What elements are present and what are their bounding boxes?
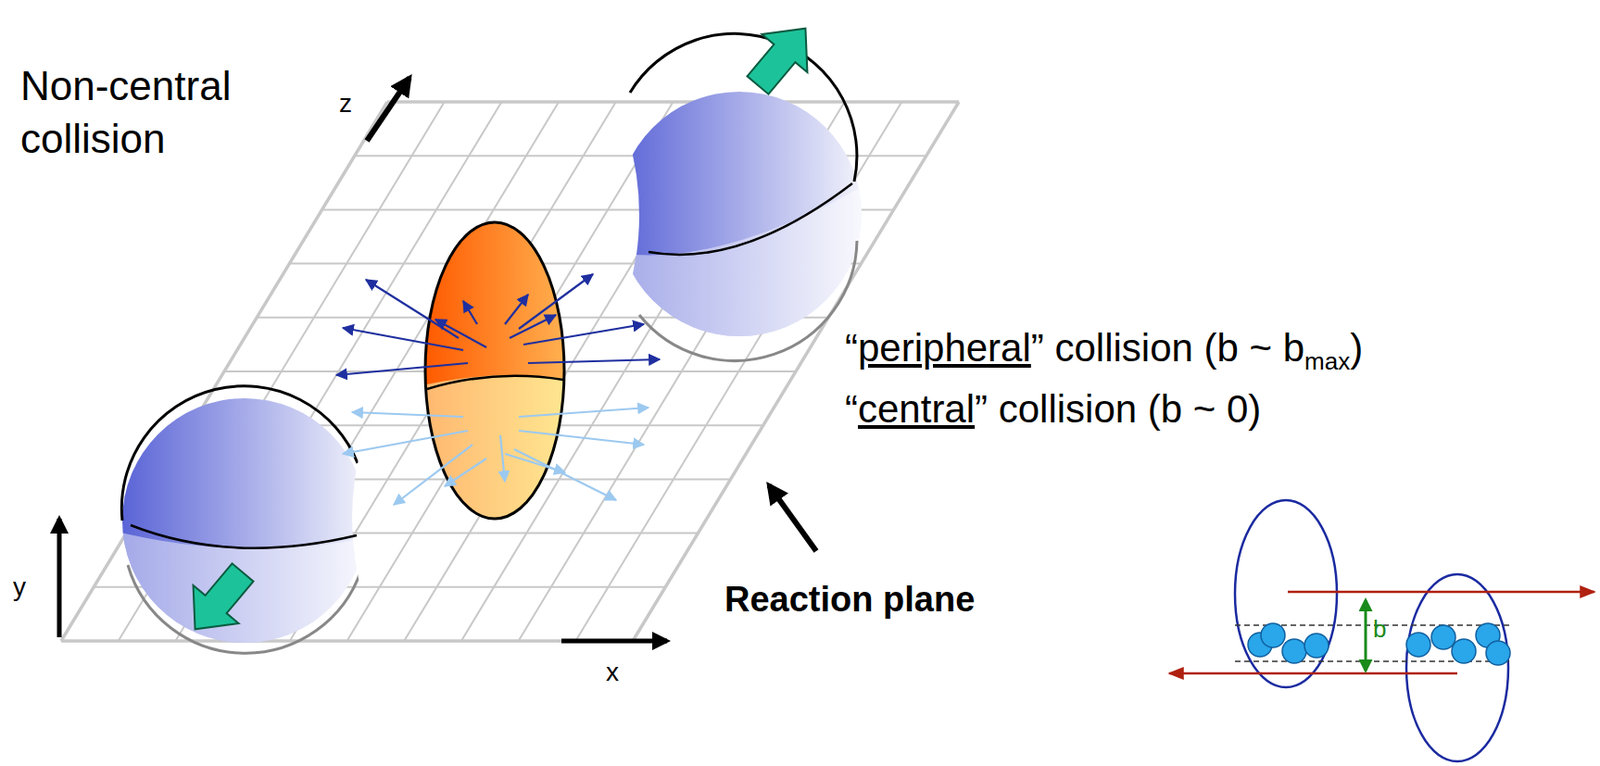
illustration-part bbox=[518, 274, 593, 329]
illustration-part bbox=[1431, 625, 1456, 650]
illustration-part bbox=[648, 183, 853, 255]
illustration-part bbox=[387, 100, 959, 104]
axis-label: z bbox=[339, 88, 353, 119]
label: “ bbox=[844, 326, 858, 370]
figure-title: Non-central collision bbox=[20, 59, 290, 165]
spectator-nucleus bbox=[121, 386, 367, 654]
illustration-part bbox=[342, 327, 464, 351]
plane-label: Reaction plane bbox=[724, 579, 975, 620]
illustration-part bbox=[444, 458, 487, 487]
illustration-part bbox=[1364, 600, 1368, 636]
x-axis bbox=[561, 639, 668, 644]
illustration-part bbox=[121, 386, 358, 521]
illustration-part bbox=[1234, 500, 1337, 688]
illustration-part bbox=[122, 398, 367, 643]
illustration-part bbox=[504, 453, 566, 473]
collision-type-line: “peripheral” collision (b ~ bmax) bbox=[844, 326, 1363, 377]
illustration-part bbox=[365, 279, 459, 339]
illustration-part bbox=[463, 301, 478, 325]
pointer-arrow bbox=[768, 485, 817, 552]
illustration-part bbox=[1260, 623, 1286, 648]
illustration-part bbox=[617, 91, 862, 337]
illustration-part bbox=[352, 412, 464, 417]
illustration-part bbox=[528, 359, 660, 364]
illustration-part bbox=[425, 222, 565, 519]
collision-type: peripheral bbox=[857, 326, 1032, 370]
spectator-nucleus bbox=[617, 33, 862, 361]
illustration-part bbox=[427, 376, 564, 390]
illustration-part bbox=[509, 314, 556, 339]
subscript: max bbox=[1304, 347, 1350, 376]
illustration-part bbox=[1406, 632, 1431, 657]
illustration-part bbox=[336, 363, 468, 376]
collision-type-line: “central” collision (b ~ 0) bbox=[844, 387, 1261, 432]
axis-label: x bbox=[605, 657, 619, 688]
label: “ bbox=[844, 387, 858, 431]
illustration-part bbox=[1169, 672, 1458, 676]
illustration-part bbox=[1451, 639, 1476, 664]
illustration-part bbox=[639, 240, 857, 361]
illustration-part bbox=[435, 319, 487, 348]
impact-parameter-inset bbox=[1169, 500, 1595, 762]
illustration-part bbox=[617, 91, 862, 337]
illustration-part bbox=[514, 449, 617, 501]
collision-type: central bbox=[857, 387, 975, 431]
flow-arrows bbox=[336, 274, 660, 505]
illustration-part bbox=[1486, 641, 1511, 666]
label: ” collision (b ~ 0) bbox=[974, 387, 1261, 431]
motion-arrow bbox=[734, 9, 828, 104]
illustration-part bbox=[425, 222, 565, 519]
fireball bbox=[425, 222, 565, 519]
y-axis bbox=[57, 518, 63, 638]
illustration-part bbox=[500, 435, 505, 482]
illustration-part bbox=[122, 398, 367, 643]
illustration-part bbox=[130, 525, 357, 549]
illustration-part bbox=[1364, 635, 1368, 671]
z-axis bbox=[366, 77, 410, 141]
illustration-part bbox=[1304, 633, 1329, 658]
label: ) bbox=[1349, 326, 1363, 370]
impact-parameter-label: b bbox=[1373, 615, 1386, 644]
illustration-part bbox=[629, 33, 857, 182]
illustration-part bbox=[518, 430, 644, 445]
illustration-part bbox=[523, 324, 644, 345]
illustration-part bbox=[1282, 639, 1307, 664]
label: ” collision (b ~ b bbox=[1031, 326, 1305, 370]
axis-label: y bbox=[12, 572, 26, 603]
illustration-part bbox=[425, 222, 565, 519]
illustration-part bbox=[342, 430, 468, 454]
illustration-part bbox=[504, 294, 529, 325]
motion-arrow bbox=[172, 553, 265, 648]
illustration-part bbox=[1287, 591, 1595, 594]
illustration-part bbox=[1406, 574, 1509, 762]
illustration-part bbox=[518, 407, 649, 417]
